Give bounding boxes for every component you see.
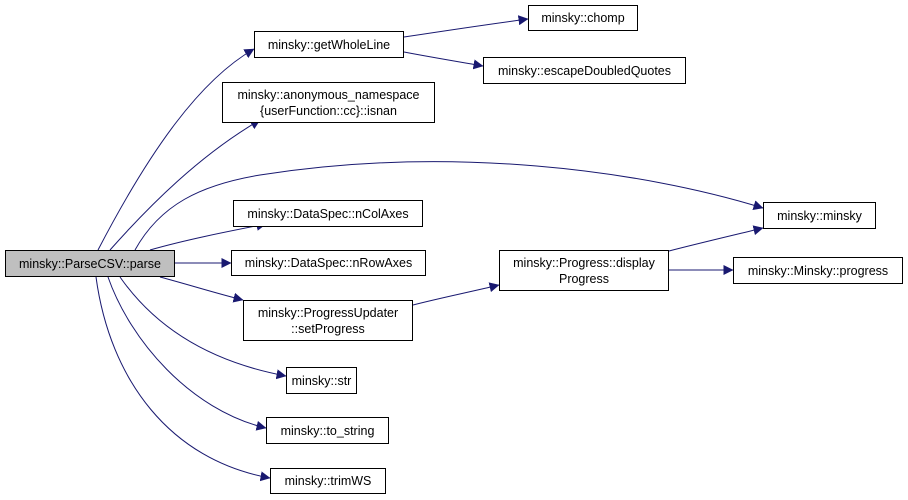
node-displayprogress-label-line1: minsky::Progress::display [513, 255, 655, 270]
node-str[interactable]: minsky::str [286, 367, 357, 394]
node-trimws[interactable]: minsky::trimWS [270, 468, 386, 494]
node-trimws-label: minsky::trimWS [284, 474, 372, 488]
node-parsecsv-parse-label: minsky::ParseCSV::parse [19, 256, 161, 271]
edge-getWholeLine-to-chomp [403, 15, 529, 38]
node-displayprogress[interactable]: minsky::Progress::display Progress [499, 250, 669, 291]
node-minsky-progress[interactable]: minsky::Minsky::progress [733, 257, 903, 284]
node-isnan-label-line1: minsky::anonymous_namespace [237, 87, 420, 102]
edge-parse-to-to_string [107, 276, 267, 431]
node-to-string-label: minsky::to_string [280, 423, 375, 438]
node-parsecsv-parse: minsky::ParseCSV::parse [5, 250, 175, 277]
node-setprogress[interactable]: minsky::ProgressUpdater ::setProgress [243, 300, 413, 341]
node-isnan-label-line2: {userFunction::cc}::isnan [260, 103, 397, 118]
edge-parse-to-str [119, 276, 287, 380]
node-nrowaxes[interactable]: minsky::DataSpec::nRowAxes [231, 250, 426, 276]
node-ncolaxes-label: minsky::DataSpec::nColAxes [247, 206, 409, 221]
edge-parse-to-trimWS [95, 276, 271, 482]
node-getwholeline-label: minsky::getWholeLine [267, 37, 391, 52]
node-setprogress-label-line1: minsky::ProgressUpdater [257, 305, 399, 320]
node-ncolaxes[interactable]: minsky::DataSpec::nColAxes [233, 200, 423, 227]
node-displayprogress-label-line2: Progress [558, 271, 610, 286]
node-escapedoubledquotes-label: minsky::escapeDoubledQuotes [497, 63, 671, 78]
edge-displayProgress-to-minsky [668, 225, 764, 252]
edge-parse-to-nColAxes [149, 220, 267, 251]
edge-parse-to-setProgress [159, 276, 244, 303]
node-str-label: minsky::str [291, 373, 352, 388]
edge-getWholeLine-to-escapeQuotes [403, 51, 484, 70]
node-minsky-progress-label: minsky::Minsky::progress [747, 263, 889, 278]
node-chomp[interactable]: minsky::chomp [528, 5, 638, 31]
edge-parse-to-minsky [134, 161, 764, 251]
node-minsky-minsky-label: minsky::minsky [777, 208, 862, 223]
node-chomp-label: minsky::chomp [541, 11, 625, 25]
node-setprogress-label-line2: ::setProgress [291, 321, 365, 336]
node-isnan[interactable]: minsky::anonymous_namespace {userFunctio… [222, 82, 435, 123]
edge-setProgress-to-displayProgress [412, 282, 500, 306]
edge-parse-to-isnan [109, 119, 261, 251]
edge-parse-to-getWholeLine [97, 48, 255, 251]
node-to-string[interactable]: minsky::to_string [266, 417, 389, 444]
node-getwholeline[interactable]: minsky::getWholeLine [254, 31, 404, 58]
node-nrowaxes-label: minsky::DataSpec::nRowAxes [244, 256, 413, 270]
node-minsky-minsky[interactable]: minsky::minsky [763, 202, 876, 229]
node-escapedoubledquotes[interactable]: minsky::escapeDoubledQuotes [483, 57, 686, 84]
